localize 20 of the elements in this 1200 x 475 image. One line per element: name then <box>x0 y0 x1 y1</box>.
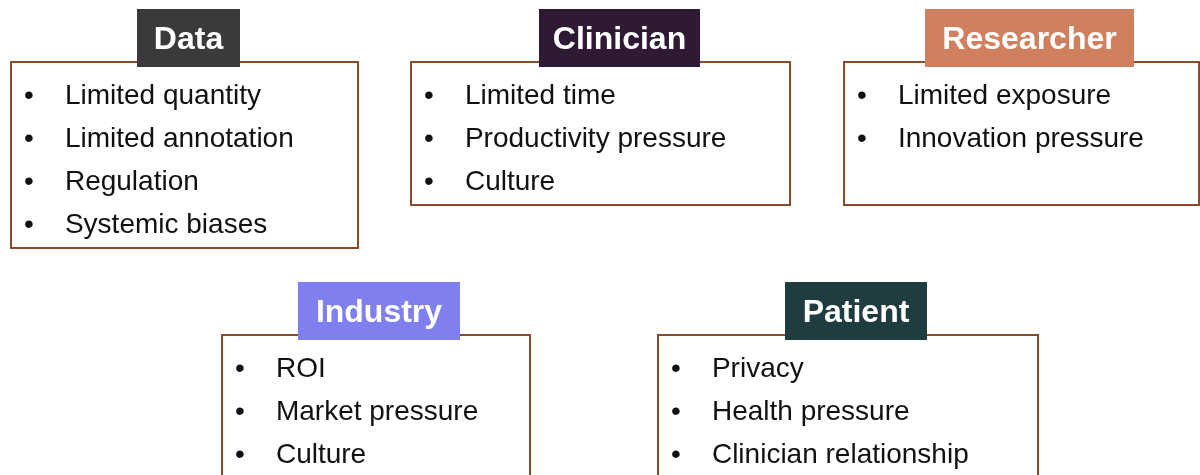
bullet-item: • Limited exposure <box>857 78 1113 112</box>
bullet-item: • Innovation pressure <box>857 121 1145 155</box>
category-heading: Researcher <box>925 9 1134 67</box>
bullet-item: • Culture <box>235 437 368 471</box>
bullet-item: • Privacy <box>671 351 805 385</box>
bullet-item: • Market pressure <box>235 394 480 428</box>
bullet-item: • Systemic biases <box>24 207 269 241</box>
bullet-item: • Clinician relationship <box>671 437 970 471</box>
bullet-item: • Health pressure <box>671 394 911 428</box>
category-heading: Patient <box>785 282 927 340</box>
category-heading: Data <box>137 9 240 67</box>
bullet-item: • Limited quantity <box>24 78 263 112</box>
bullet-item: • Limited time <box>424 78 617 112</box>
category-heading: Clinician <box>539 9 700 67</box>
bullet-item: • Regulation <box>24 164 200 198</box>
category-heading: Industry <box>298 282 460 340</box>
bullet-item: • Culture <box>424 164 557 198</box>
bullet-item: • ROI <box>235 351 327 385</box>
bullet-item: • Productivity pressure <box>424 121 728 155</box>
bullet-item: • Limited annotation <box>24 121 295 155</box>
